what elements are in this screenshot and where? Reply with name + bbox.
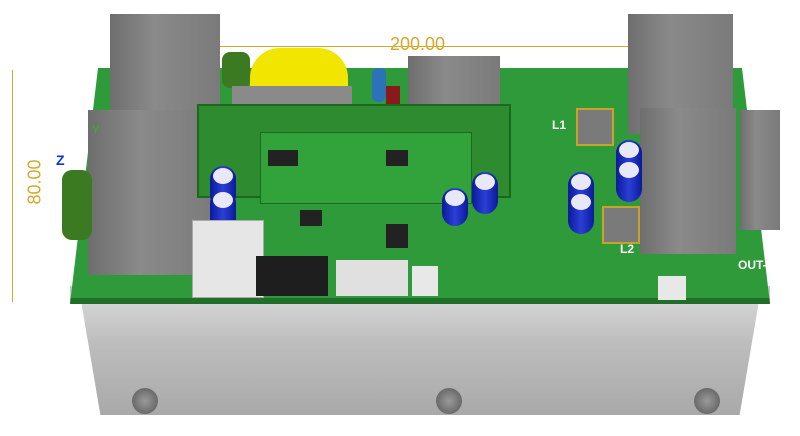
jst-connector [658,276,686,300]
pin-header-connector [256,256,328,296]
electrolytic-capacitor [442,188,468,226]
label-out-minus: OUT- [738,258,767,272]
heatsink [80,295,760,415]
ic-chip [268,150,298,166]
capacitor-film [386,86,400,108]
jst-connector [412,266,438,296]
axis-z-label: Z [56,152,65,168]
ic-chip [300,210,322,226]
screw [132,388,158,414]
inductor-l1 [576,108,614,146]
electrolytic-capacitor [616,160,642,202]
control-daughterboard-2 [260,132,472,204]
screw [436,388,462,414]
power-module [640,108,736,254]
dimension-width-label: 200.00 [390,34,446,54]
label-l1: L1 [552,118,567,132]
inductor-l2 [602,206,640,244]
screw [694,388,720,414]
power-module-side [740,110,780,230]
dimension-height-label: 80.00 [24,159,45,205]
axis-y-label: Y [92,124,100,136]
inductor-green [62,170,92,240]
dimension-line-height [12,70,13,302]
transformer-base [232,86,352,108]
inductor-green [222,52,250,88]
ic-chip [386,224,408,248]
electrolytic-capacitor [568,192,594,234]
terminal-block [336,260,408,296]
electrolytic-capacitor [472,172,498,214]
dimension-line-width [120,46,730,47]
rj45-connector [192,220,264,298]
relay [408,56,500,112]
ic-chip [386,150,408,166]
resistor [372,68,386,102]
label-l2: L2 [620,242,635,256]
